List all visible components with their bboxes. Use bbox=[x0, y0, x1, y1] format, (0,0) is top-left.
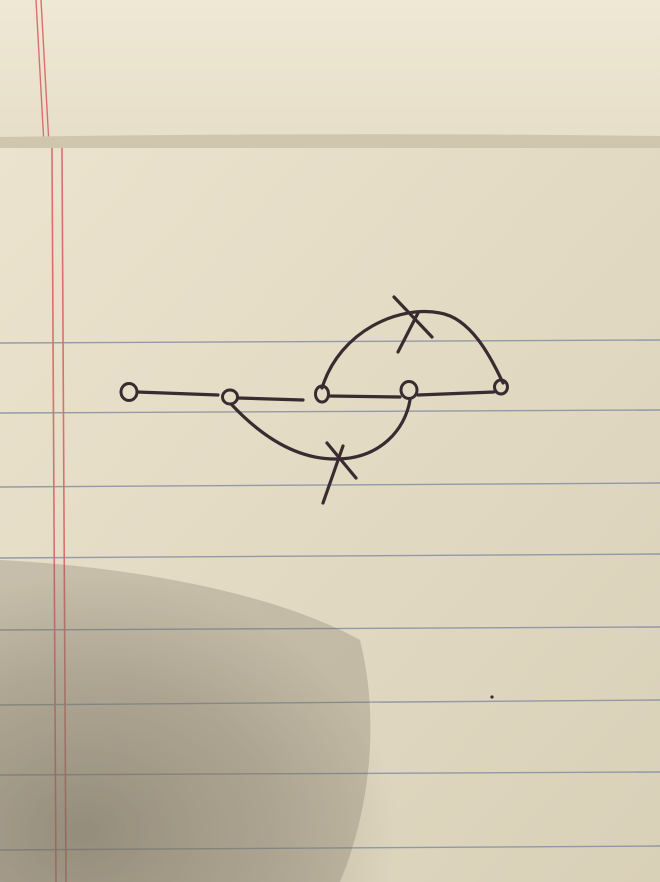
upper-cross-stroke-1 bbox=[392, 295, 434, 339]
ruled-line bbox=[0, 409, 660, 414]
top-margin-line-2 bbox=[40, 0, 50, 146]
top-sheet bbox=[0, 0, 660, 145]
edge-3-4 bbox=[327, 394, 402, 399]
sheet-fold-edge bbox=[0, 134, 660, 150]
ruled-line bbox=[0, 339, 660, 344]
vertex-2 bbox=[221, 388, 239, 406]
vertex-1 bbox=[119, 382, 139, 402]
top-margin-line-1 bbox=[35, 0, 45, 146]
hand-drawn-graph bbox=[135, 295, 505, 505]
vertex-4 bbox=[399, 380, 419, 400]
edge-1-2 bbox=[135, 390, 220, 397]
vertex-5 bbox=[493, 378, 509, 396]
lower-cross-stroke-2 bbox=[321, 444, 345, 505]
lower-cross-stroke-1 bbox=[325, 441, 358, 480]
vertex-3 bbox=[314, 384, 330, 404]
edge-2-3 bbox=[236, 396, 305, 402]
edge-4-5 bbox=[416, 390, 496, 397]
vertices bbox=[119, 378, 509, 406]
upper-arc-edge bbox=[320, 310, 505, 390]
upper-cross-stroke-2 bbox=[396, 311, 420, 354]
hand-shadow-core bbox=[0, 560, 371, 882]
ink-dot bbox=[490, 695, 494, 699]
hand-shadow bbox=[0, 540, 419, 882]
